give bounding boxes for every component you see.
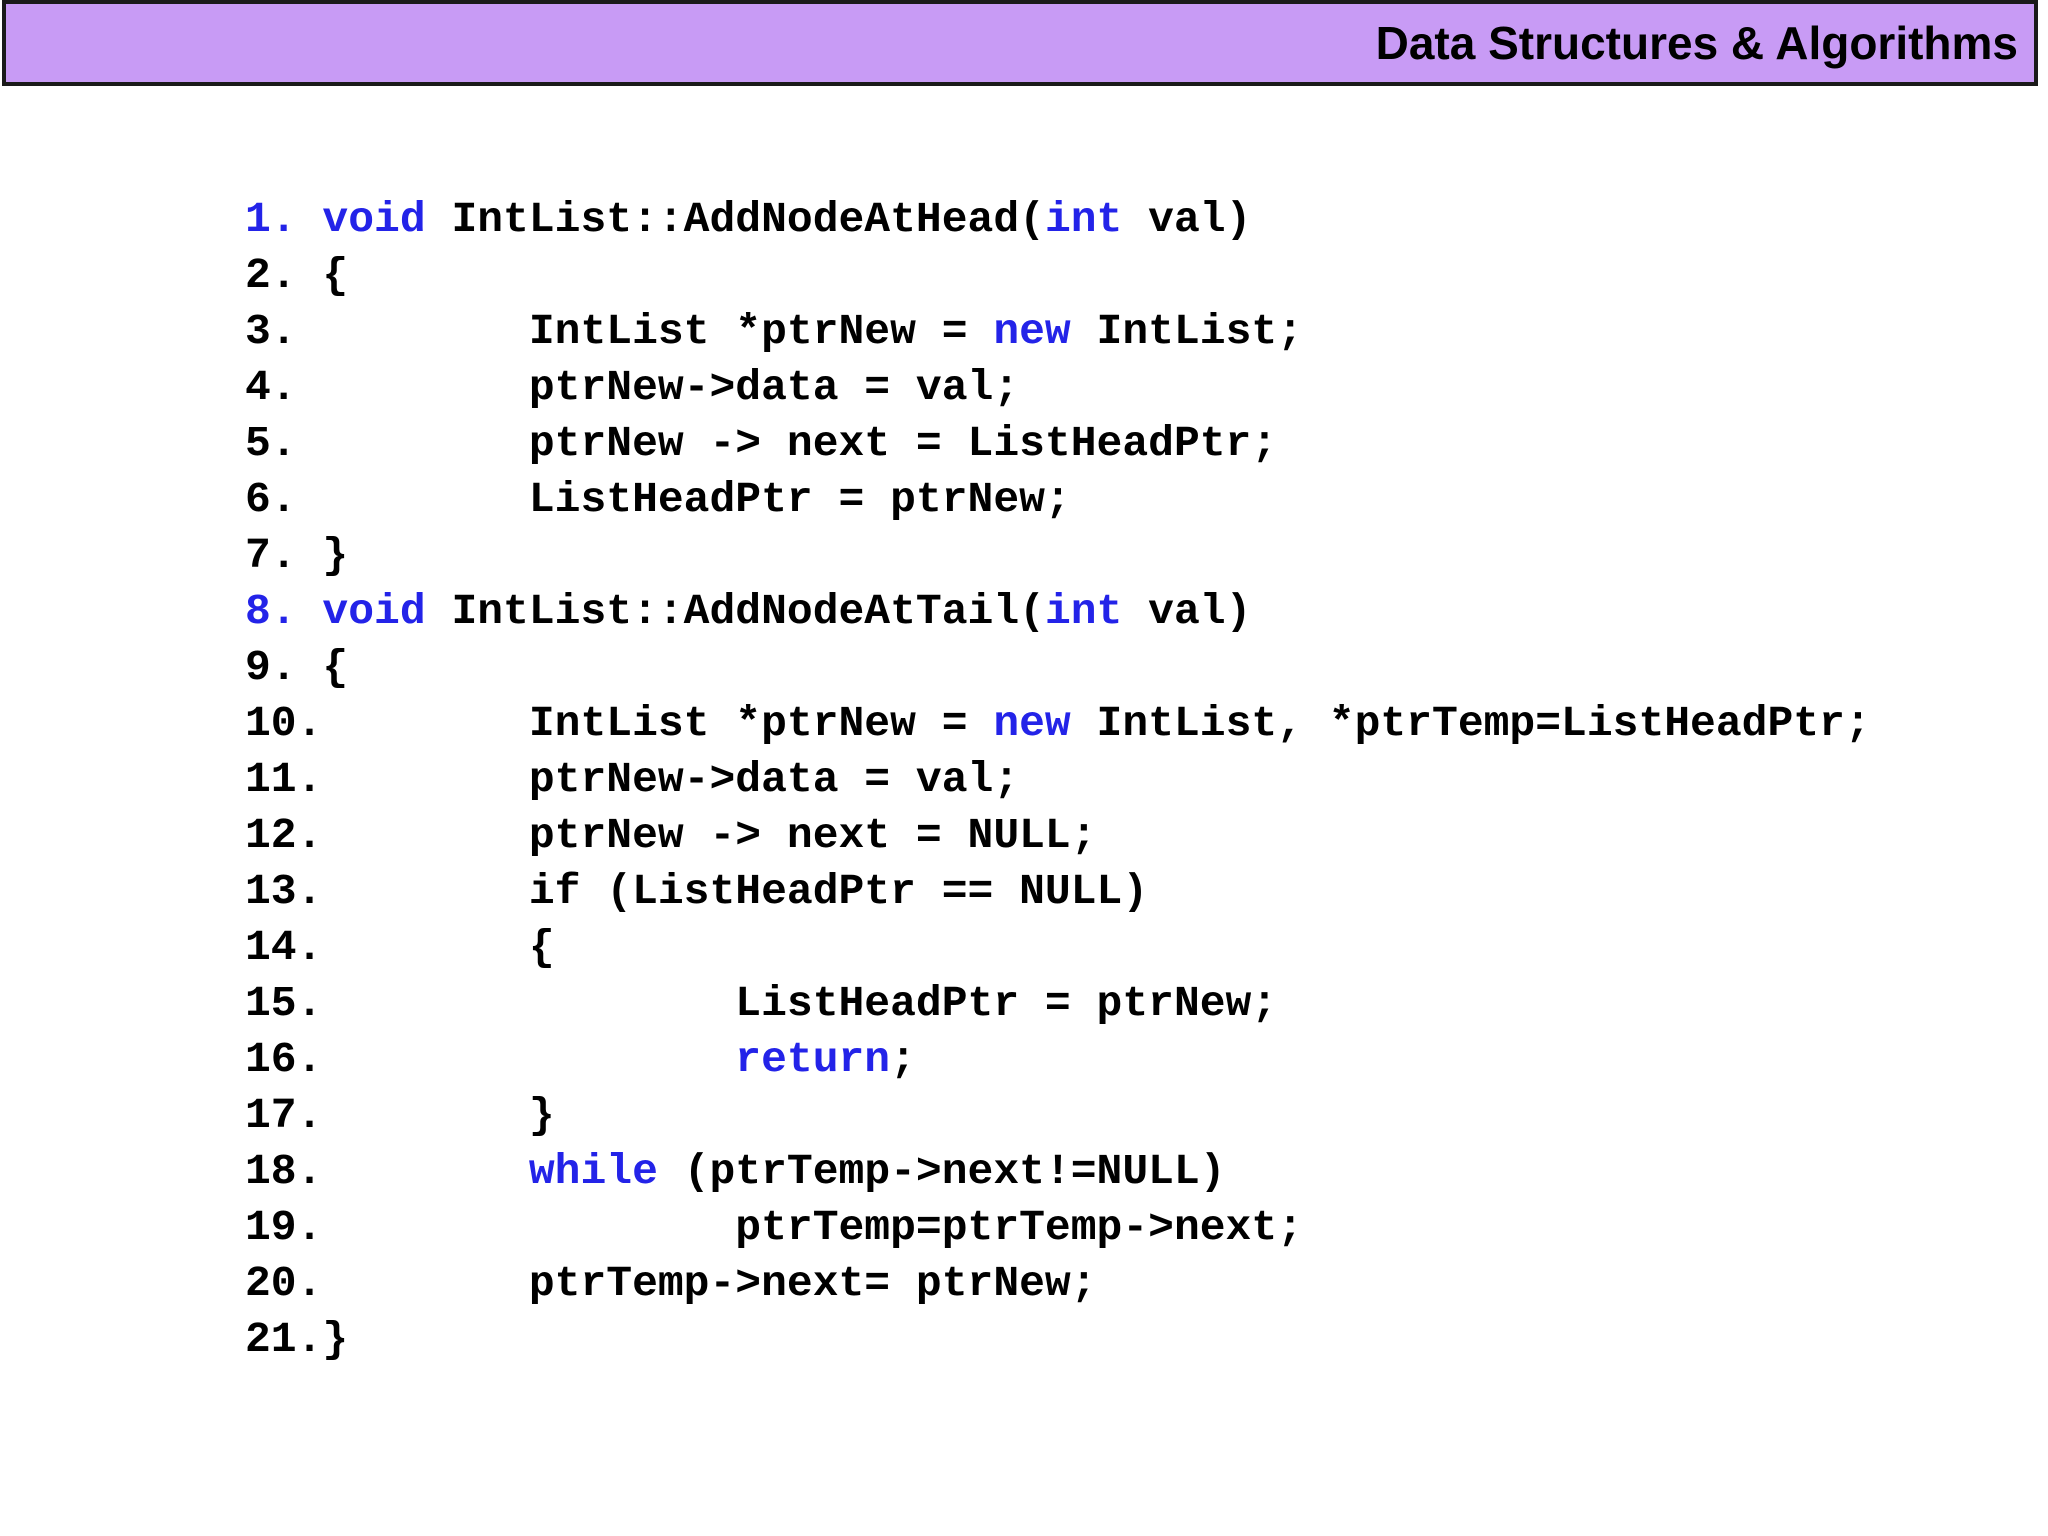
keyword-token: return [735, 1035, 891, 1084]
code-token: val) [1122, 195, 1252, 244]
code-token: 21.} [245, 1315, 349, 1364]
code-line: 10. IntList *ptrNew = new IntList, *ptrT… [245, 696, 1871, 752]
code-block: 1. void IntList::AddNodeAtHead(int val)2… [245, 192, 1871, 1368]
keyword-token: new [993, 699, 1071, 748]
code-line: 16. return; [245, 1032, 1871, 1088]
code-token: 5. ptrNew -> next = ListHeadPtr; [245, 419, 1278, 468]
code-token: 15. ListHeadPtr = ptrNew; [245, 979, 1278, 1028]
code-token: val) [1122, 587, 1252, 636]
code-token: 14. { [245, 923, 555, 972]
code-line: 21.} [245, 1312, 1871, 1368]
code-token: IntList; [1070, 307, 1303, 356]
keyword-token: 8. [245, 587, 297, 636]
code-token [297, 195, 323, 244]
code-token: 9. { [245, 643, 349, 692]
code-line: 8. void IntList::AddNodeAtTail(int val) [245, 584, 1871, 640]
code-token: 13. if (ListHeadPtr == NULL) [245, 867, 1149, 916]
keyword-token: void [322, 195, 426, 244]
code-line: 15. ListHeadPtr = ptrNew; [245, 976, 1871, 1032]
header-bar: Data Structures & Algorithms [2, 0, 2038, 86]
code-line: 5. ptrNew -> next = ListHeadPtr; [245, 416, 1871, 472]
code-line: 3. IntList *ptrNew = new IntList; [245, 304, 1871, 360]
code-line: 17. } [245, 1088, 1871, 1144]
keyword-token: int [1044, 587, 1123, 636]
code-token: 7. } [245, 531, 349, 580]
code-token: (ptrTemp->next!=NULL) [657, 1147, 1226, 1196]
code-line: 7. } [245, 528, 1871, 584]
code-line: 18. while (ptrTemp->next!=NULL) [245, 1144, 1871, 1200]
code-line: 20. ptrTemp->next= ptrNew; [245, 1256, 1871, 1312]
code-token: 10. IntList *ptrNew = [245, 699, 994, 748]
code-line: 2. { [245, 248, 1871, 304]
code-token: 11. ptrNew->data = val; [245, 755, 1020, 804]
code-line: 1. void IntList::AddNodeAtHead(int val) [245, 192, 1871, 248]
code-token [297, 587, 323, 636]
code-token: 2. { [245, 251, 349, 300]
code-token: 20. ptrTemp->next= ptrNew; [245, 1259, 1097, 1308]
keyword-token: int [1044, 195, 1123, 244]
code-token: 17. } [245, 1091, 555, 1140]
keyword-token: new [993, 307, 1071, 356]
keyword-token: 1. [245, 195, 297, 244]
keyword-token: void [322, 587, 426, 636]
code-line: 4. ptrNew->data = val; [245, 360, 1871, 416]
code-line: 13. if (ListHeadPtr == NULL) [245, 864, 1871, 920]
code-line: 19. ptrTemp=ptrTemp->next; [245, 1200, 1871, 1256]
code-token: IntList, *ptrTemp=ListHeadPtr; [1070, 699, 1871, 748]
code-token: IntList::AddNodeAtTail( [425, 587, 1045, 636]
code-line: 11. ptrNew->data = val; [245, 752, 1871, 808]
code-line: 9. { [245, 640, 1871, 696]
code-token: 12. ptrNew -> next = NULL; [245, 811, 1097, 860]
code-token: IntList::AddNodeAtHead( [425, 195, 1045, 244]
code-line: 14. { [245, 920, 1871, 976]
slide-title: Data Structures & Algorithms [1375, 17, 2018, 69]
code-token: 4. ptrNew->data = val; [245, 363, 1020, 412]
keyword-token: while [528, 1147, 658, 1196]
code-token: 6. ListHeadPtr = ptrNew; [245, 475, 1071, 524]
code-token: 3. IntList *ptrNew = [245, 307, 994, 356]
code-token: 18. [245, 1147, 529, 1196]
code-token: 16. [245, 1035, 736, 1084]
code-token: 19. ptrTemp=ptrTemp->next; [245, 1203, 1303, 1252]
code-line: 12. ptrNew -> next = NULL; [245, 808, 1871, 864]
code-line: 6. ListHeadPtr = ptrNew; [245, 472, 1871, 528]
code-token: ; [890, 1035, 916, 1084]
